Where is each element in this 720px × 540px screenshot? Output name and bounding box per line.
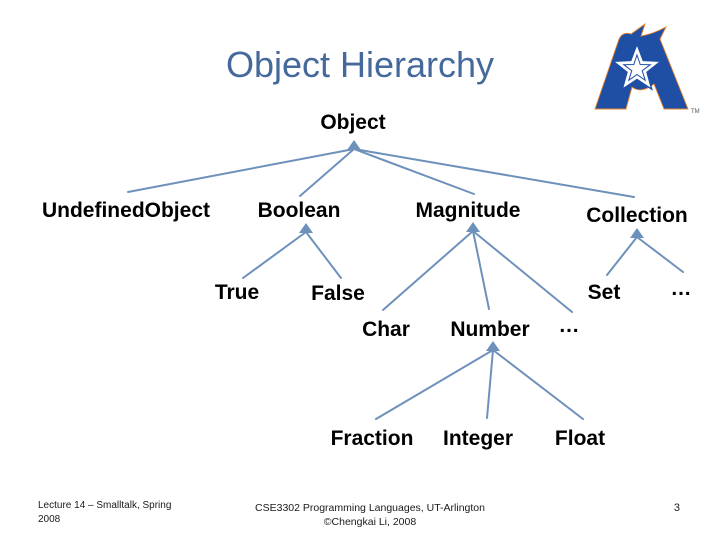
- edge-object-magnitude: [353, 148, 475, 195]
- edge-number-float: [492, 349, 584, 420]
- footer-course-line1: CSE3302 Programming Languages, UT-Arling…: [255, 502, 485, 514]
- star-icon: [611, 42, 663, 91]
- slide-title: Object Hierarchy: [225, 44, 495, 85]
- node-float: Float: [554, 427, 606, 450]
- edge-object-undefinedobject: [127, 148, 355, 193]
- node-number: Number: [450, 318, 530, 341]
- node-boolean: Boolean: [257, 199, 341, 222]
- node-false: False: [311, 282, 365, 305]
- arrowhead-number: [486, 341, 500, 351]
- edge-collection-ellipsis: [636, 236, 684, 273]
- node-collection: Collection: [586, 204, 688, 227]
- uta-logo: TM: [594, 22, 700, 115]
- node-true: True: [214, 281, 260, 304]
- node-char: Char: [362, 318, 410, 341]
- edge-number-integer: [486, 349, 494, 419]
- logo-trademark: TM: [691, 109, 700, 115]
- edge-magnitude-ellipsis: [472, 230, 573, 313]
- node-object: Object: [320, 111, 386, 134]
- node-integer: Integer: [442, 427, 513, 450]
- edge-number-fraction: [375, 349, 494, 420]
- node-collection-ellipsis: …: [670, 277, 692, 300]
- node-set: Set: [587, 281, 621, 304]
- page-number: 3: [673, 502, 680, 514]
- node-magnitude: Magnitude: [415, 199, 521, 222]
- arrowhead-object: [347, 140, 361, 150]
- edge-object-boolean: [299, 148, 355, 197]
- edge-magnitude-number: [472, 230, 490, 310]
- edge-boolean-false: [305, 231, 342, 279]
- arrowhead-boolean: [299, 223, 313, 233]
- node-fraction: Fraction: [330, 427, 414, 450]
- arrowhead-collection: [630, 228, 644, 238]
- edge-magnitude-char: [382, 230, 474, 311]
- node-magnitude-ellipsis: …: [558, 314, 580, 337]
- footer-lecture-info: Lecture 14 – Smalltalk, Spring 2008: [38, 500, 172, 525]
- node-undefinedobject: UndefinedObject: [41, 199, 210, 222]
- star-inner-icon: [622, 53, 652, 82]
- edge-object-collection: [353, 148, 635, 198]
- footer-course-info: CSE3302 Programming Languages, UT-Arling…: [215, 501, 525, 529]
- edge-boolean-true: [242, 231, 307, 279]
- footer-copyright-line: ©Chengkai Li, 2008: [323, 516, 417, 529]
- edge-collection-set: [606, 236, 638, 276]
- arrowhead-magnitude: [466, 222, 480, 232]
